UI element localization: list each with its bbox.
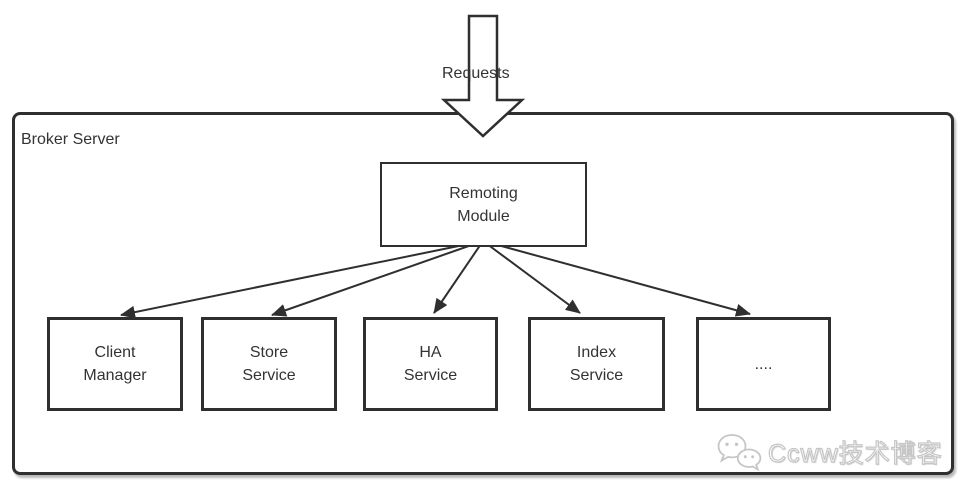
node-label-line: Manager: [83, 367, 147, 384]
node-label-line: Index: [576, 344, 617, 361]
node-label-line: Client: [94, 344, 136, 361]
node-label-line: Remoting: [449, 184, 518, 202]
requests-label: Requests: [442, 65, 510, 82]
node-label-line: HA: [419, 344, 442, 361]
node-remoting-module: Remoting Module: [380, 162, 587, 247]
wechat-icon: [717, 434, 762, 472]
broker-server-label: Broker Server: [21, 131, 120, 148]
node-label-line: Service: [569, 367, 624, 384]
node-label-line: ....: [754, 355, 773, 373]
node-store-service: Store Service: [201, 317, 337, 411]
node-client-manager: Client Manager: [47, 317, 183, 411]
watermark-text: Ccww技术博客: [767, 439, 943, 468]
node-index-service: Index Service: [528, 317, 665, 411]
node-ha-service: HA Service: [363, 317, 498, 411]
node-label-line: Store: [249, 344, 289, 361]
node-more-services: ....: [696, 317, 831, 411]
node-label-line: Service: [242, 367, 296, 384]
node-label-line: Module: [457, 207, 510, 225]
node-label-line: Service: [403, 367, 458, 384]
watermark: Ccww技术博客: [716, 432, 943, 472]
